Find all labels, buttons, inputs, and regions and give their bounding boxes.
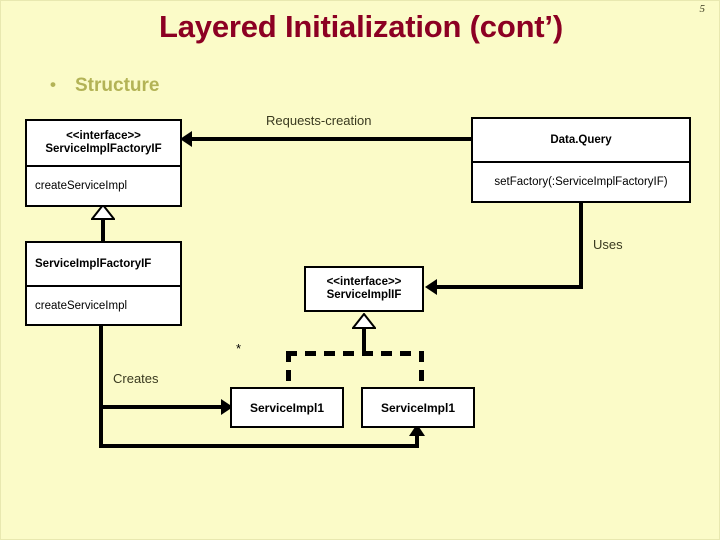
class-box-service-impl-if-interface[interactable]: <<interface>> ServiceImplIF [304, 266, 424, 312]
page-title: Layered Initialization (cont’) [159, 9, 563, 44]
edge-realization-stem [362, 326, 366, 354]
class-name: ServiceImplFactoryIF [35, 257, 152, 270]
edge-requests-creation-arrowhead [180, 131, 192, 147]
class-box-service-impl-factory-if-interface[interactable]: <<interface>> ServiceImplFactoryIF creat… [25, 119, 182, 207]
edge-requests-creation-line [191, 137, 473, 141]
edge-uses-vertical [579, 203, 583, 289]
class-box-service-impl-1-right[interactable]: ServiceImpl1 [361, 387, 475, 428]
class-stereotype: <<interface>> [326, 276, 402, 288]
class-name: ServiceImpl1 [249, 400, 325, 415]
edge-creates-vertical [99, 326, 103, 448]
bullet-marker: • [50, 75, 56, 94]
edge-label-creates: Creates [113, 371, 159, 386]
edge-label-requests-creation: Requests-creation [266, 113, 372, 128]
class-operation: createServiceImpl [27, 165, 180, 205]
bullet-label: Structure [75, 75, 160, 96]
class-box-service-impl-factory-if-class[interactable]: ServiceImplFactoryIF createServiceImpl [25, 241, 182, 326]
edge-realization-dashed-right [419, 351, 424, 388]
bullet-structure: • Structure [31, 75, 431, 97]
edge-creates2-bottom-rail [99, 444, 419, 448]
edge-uses-arrowhead [425, 279, 437, 295]
class-name: ServiceImplFactoryIF [45, 143, 162, 155]
edge-label-multiplicity: * [236, 341, 242, 356]
edge-realization-triangle [352, 313, 376, 329]
class-name: ServiceImplIF [326, 289, 402, 301]
class-name: ServiceImpl1 [380, 400, 456, 415]
class-header: <<interface>> ServiceImplFactoryIF [27, 121, 180, 165]
slide-number: 5 [699, 3, 706, 15]
class-operation: createServiceImpl [27, 285, 180, 324]
edge-generalization-factory-triangle [91, 204, 115, 220]
class-operation: setFactory(:ServiceImplFactoryIF) [473, 161, 689, 201]
edge-creates-horizontal [99, 405, 223, 409]
class-stereotype: <<interface>> [66, 130, 141, 142]
edge-label-uses: Uses [593, 237, 623, 252]
class-header: ServiceImplFactoryIF [27, 243, 180, 285]
class-box-data-query[interactable]: Data.Query setFactory(:ServiceImplFactor… [471, 117, 691, 203]
class-name: Data.Query [550, 133, 612, 146]
edge-generalization-factory-stem [101, 217, 105, 243]
class-header: <<interface>> ServiceImplIF [306, 268, 422, 310]
edge-realization-dashed-bar [286, 351, 424, 356]
edge-creates2-vertical [415, 433, 419, 447]
class-header: Data.Query [473, 119, 689, 161]
class-box-service-impl-1-left[interactable]: ServiceImpl1 [230, 387, 344, 428]
edge-uses-horizontal [437, 285, 583, 289]
edge-realization-dashed-left [286, 351, 291, 388]
